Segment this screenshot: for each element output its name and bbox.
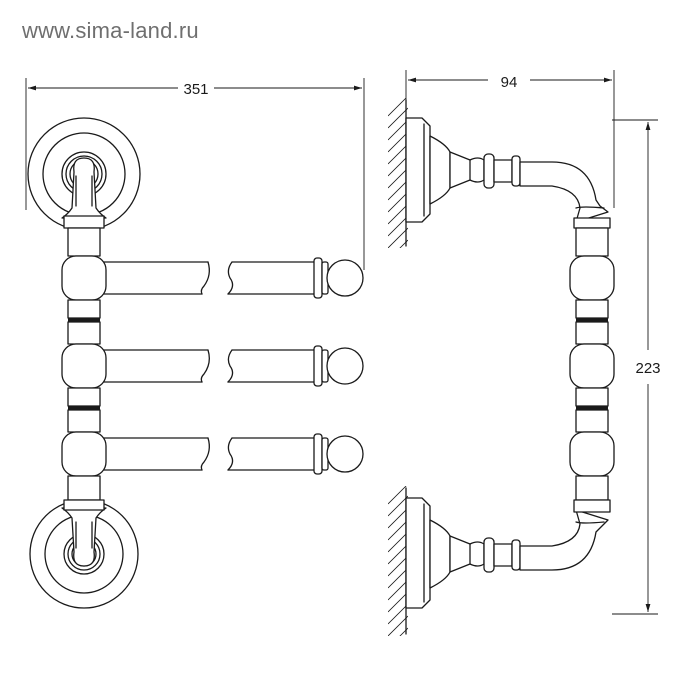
swivel-arm-2 <box>99 345 364 387</box>
bottom-mounting-rosette <box>29 499 139 609</box>
top-mounting-rosette <box>27 117 141 231</box>
height-dimension: 223 <box>612 119 661 615</box>
bottom-wall-bracket <box>405 497 609 609</box>
height-dimension-label: 223 <box>635 360 660 377</box>
top-wall-bracket <box>405 117 609 223</box>
depth-dimension: 94 <box>405 70 615 208</box>
width-dimension-label: 351 <box>183 81 208 98</box>
site-watermark-url: www.sima-land.ru <box>22 18 199 43</box>
depth-dimension-label: 94 <box>501 74 518 91</box>
swivel-arm-1 <box>99 257 364 299</box>
top-wall-hatching <box>388 98 408 248</box>
vertical-column <box>61 215 107 511</box>
swivel-arm-3 <box>99 433 364 475</box>
side-view: 94 223 <box>388 70 661 636</box>
front-view: 351 <box>25 78 365 609</box>
bottom-wall-hatching <box>388 486 408 636</box>
side-vertical-column <box>569 217 615 513</box>
width-dimension: 351 <box>25 78 365 270</box>
